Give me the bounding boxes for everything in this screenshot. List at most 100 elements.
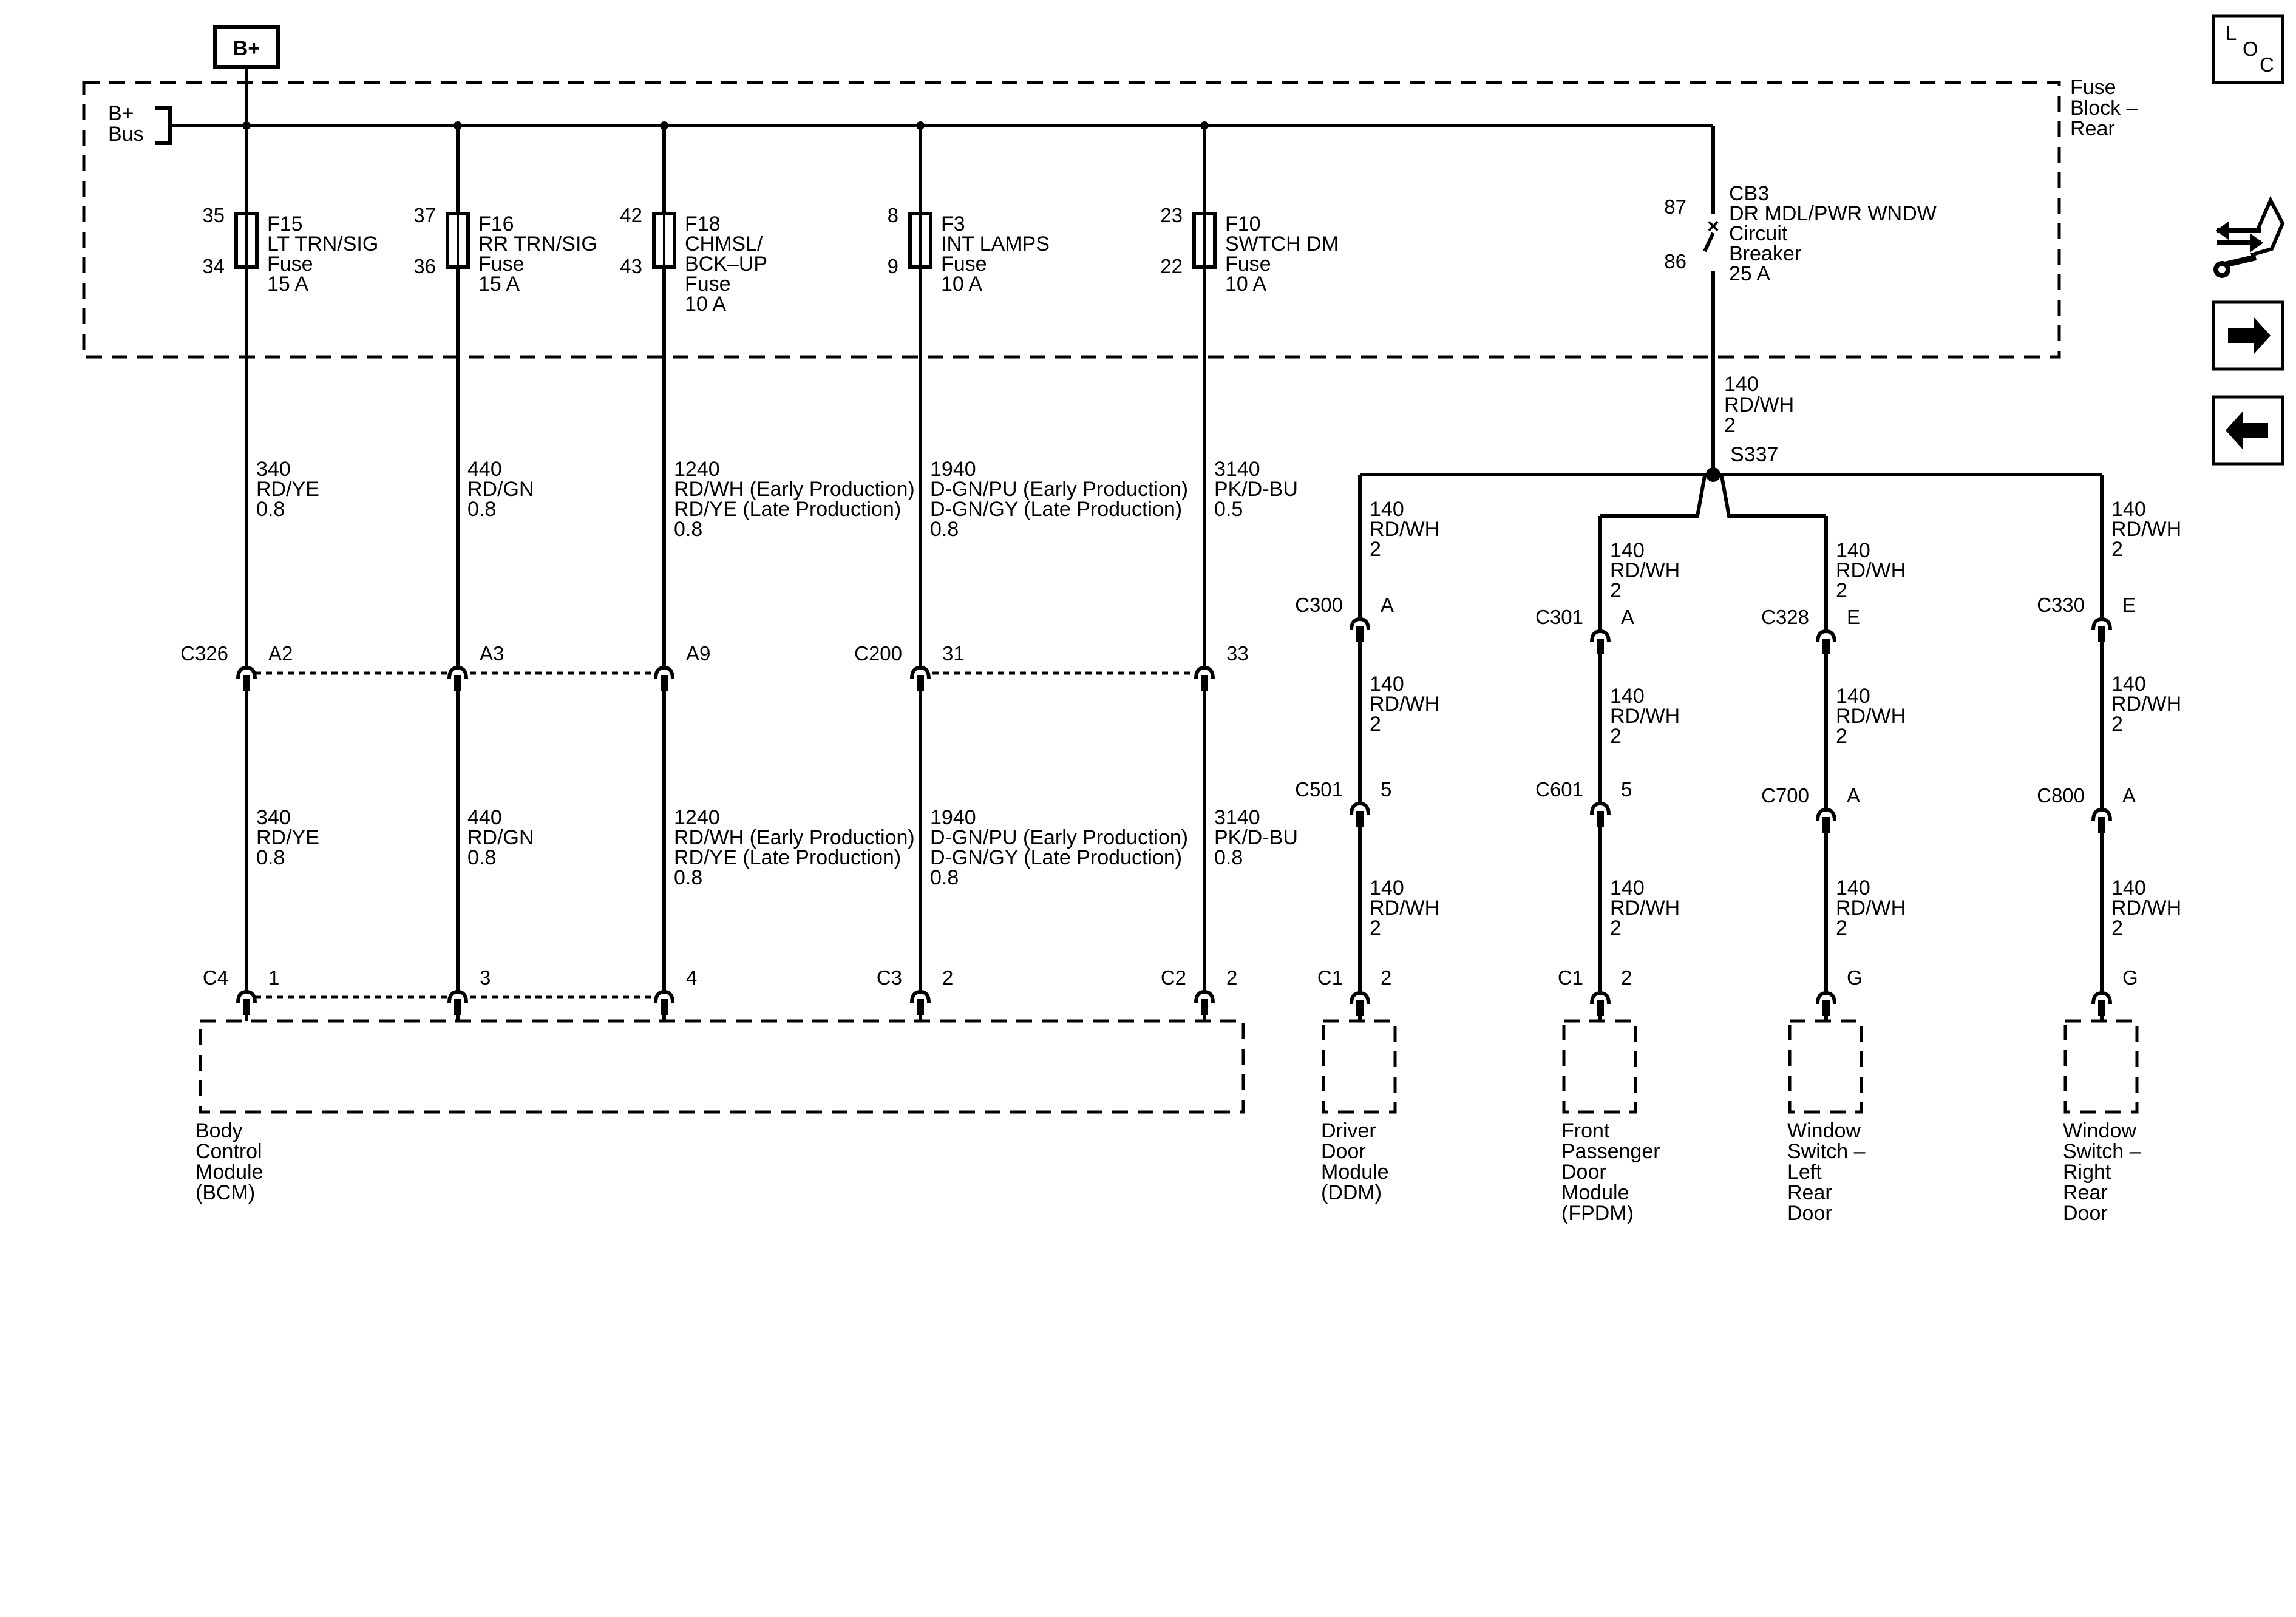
branch-wire-label-a-line-3: 2 [1610, 579, 1622, 602]
upper-wire-label-line-2: RD/GN [467, 478, 534, 501]
upper-wire-label-line-3: D-GN/GY (Late Production) [930, 498, 1182, 521]
splice-branch-left [1600, 475, 1707, 518]
branch-wire-label-a-line-3: 2 [2111, 538, 2123, 561]
branch-connector-1-name: C328 [1761, 606, 1809, 628]
fuse-label-line-1: F15 [267, 212, 303, 236]
branch-wire-label-a-line-1: 140 [1370, 498, 1404, 521]
upper-wire-label-line-1: 1240 [674, 458, 720, 481]
branch-connector-3 [1816, 991, 1836, 1016]
bcm-connector [654, 989, 674, 1015]
inline-connector [447, 665, 468, 691]
bcm-label-4: (BCM) [195, 1181, 255, 1204]
module-label-line-1: Front [1561, 1119, 1610, 1142]
branch-wire-label-b-line-2: RD/WH [1836, 705, 1906, 728]
inline-connector-pin: 31 [942, 642, 965, 665]
next-page-button[interactable] [2212, 300, 2284, 371]
breaker-pin-top: 87 [1664, 195, 1686, 218]
b-plus-source-label: B+ [233, 37, 260, 60]
upper-wire-label-line-2: D-GN/PU (Early Production) [930, 478, 1188, 501]
lower-wire-label-line-3: 0.8 [467, 846, 496, 869]
fuse-label-line-1: F18 [685, 212, 721, 236]
upper-wire-label-line-4: 0.8 [930, 518, 959, 541]
module-label-line-4: (DDM) [1321, 1181, 1382, 1204]
branch-wire-label-c-line-1: 140 [2111, 876, 2146, 900]
fuse-label-line-3: Fuse [1225, 253, 1271, 276]
fuse-label-line-1: F16 [478, 212, 514, 236]
upper-wire-label-line-2: PK/D-BU [1214, 478, 1298, 501]
service-info-icon[interactable] [2213, 196, 2285, 278]
bcm-connector-pin: 1 [268, 966, 279, 989]
branch-connector-2-pin: 5 [1381, 778, 1391, 801]
branch-connector-1-pin: E [2122, 594, 2136, 616]
lower-wire-label-line-1: 3140 [1214, 806, 1260, 829]
fuse-pin-top: 35 [202, 204, 225, 226]
fuse-block-label-2: Block – [2070, 97, 2138, 120]
bcm-connector-name: C2 [1161, 966, 1186, 989]
module-label-line-1: Driver [1321, 1119, 1376, 1142]
lower-wire-label-line-3: 0.8 [256, 846, 285, 869]
branch-connector-1-name: C300 [1295, 594, 1343, 616]
bcm-connector [447, 989, 468, 1015]
fuse-label-line-3: Fuse [941, 253, 987, 276]
fuse-label-line-4: 15 A [478, 273, 520, 296]
branch-wire-label-c-line-3: 2 [2111, 917, 2123, 940]
branch-connector-1-pin: A [1621, 606, 1634, 628]
static-wiring: B+ Fuse Block – Rear B+ Bus × 87 86 140 … [82, 25, 2138, 1204]
branch-wire-label-b-line-1: 140 [1836, 685, 1870, 708]
lower-wire-label-line-3: 0.8 [1214, 846, 1243, 869]
fuse-label-line-2: CHMSL/ [685, 232, 763, 256]
branch-connector-2 [1350, 801, 1370, 827]
bcm-connector-pin: 3 [480, 966, 491, 989]
lower-wire-label-line-1: 440 [467, 806, 502, 829]
bus-label-1: B+ [108, 102, 134, 125]
loc-letter-l: L [2226, 22, 2237, 44]
branch-connector-1 [1350, 617, 1370, 642]
fuse-pin-bottom: 9 [888, 255, 898, 277]
lower-wire-label-line-1: 1240 [674, 806, 720, 829]
fuse-label-line-2: INT LAMPS [941, 232, 1050, 256]
branch-connector-3 [1590, 991, 1611, 1016]
module-label-line-3: Door [1561, 1161, 1606, 1184]
loc-button[interactable]: L O C [2212, 14, 2284, 84]
bcm-connector [910, 989, 931, 1015]
branch-connector-1-name: C330 [2037, 594, 2085, 616]
branch-wire-label-c-line-1: 140 [1610, 876, 1645, 900]
bus-label-2: Bus [108, 123, 144, 146]
fuse-pin-top: 37 [413, 204, 436, 226]
feed-wire-size: 2 [1724, 414, 1736, 437]
loc-letter-o: O [2243, 38, 2258, 60]
fuse-block-label-1: Fuse [2070, 76, 2116, 99]
inline-connector-name: C200 [854, 642, 902, 665]
branch-connector-3-pin: 2 [1381, 966, 1391, 989]
branch-wire-label-c-line-2: RD/WH [1370, 897, 1439, 920]
upper-wire-label-line-1: 1940 [930, 458, 976, 481]
branch-connector-2-pin: 5 [1621, 778, 1632, 801]
module-label-line-4: Module [1561, 1181, 1629, 1204]
breaker-label-line-1: CB3 [1729, 182, 1769, 205]
fuse-label-line-4: Fuse [685, 273, 731, 296]
inline-connector [236, 665, 257, 691]
bcm-connector-pin: 4 [686, 966, 697, 989]
branch-connector-3 [2091, 991, 2112, 1016]
branch-wire-label-b-line-1: 140 [2111, 673, 2146, 696]
prev-page-button[interactable] [2212, 395, 2284, 466]
breaker-label-line-3: Circuit [1729, 222, 1788, 245]
fuse-label-line-3: BCK–UP [685, 253, 767, 276]
branch-wire-label-c-line-1: 140 [1370, 876, 1404, 900]
inline-connector-pin: 33 [1226, 642, 1249, 665]
fuse-label-line-1: F3 [941, 212, 965, 236]
breaker-pin-bottom: 86 [1664, 250, 1686, 273]
branch-wire-label-c-line-2: RD/WH [1836, 897, 1906, 920]
branch-wire-label-a-line-2: RD/WH [1836, 559, 1906, 582]
inline-connector [910, 665, 931, 691]
lower-wire-label-line-2: RD/YE [256, 826, 319, 849]
